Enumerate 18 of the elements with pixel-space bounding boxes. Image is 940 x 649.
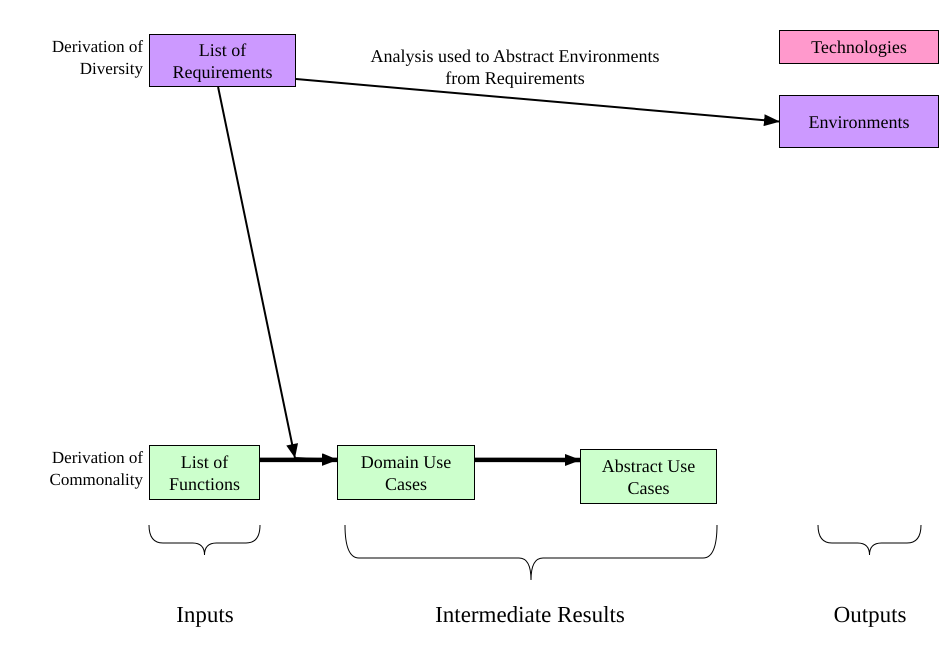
box-text: Technologies	[811, 36, 907, 58]
column-label: Inputs	[175, 601, 235, 629]
box-text: List of Requirements	[172, 38, 274, 82]
row-label: Derivation of Commonality	[48, 447, 143, 491]
box-text: Abstract Use Cases	[600, 454, 696, 498]
process-box	[337, 445, 475, 500]
column-label: Outputs	[832, 601, 908, 629]
process-box	[149, 34, 296, 87]
box-text: Environments	[808, 110, 910, 132]
process-box	[580, 449, 717, 504]
process-box	[779, 30, 939, 64]
row-label: Derivation of Diversity	[50, 36, 143, 80]
box-text: Domain Use Cases	[360, 450, 452, 494]
column-label: Intermediate Results	[434, 601, 626, 629]
box-text: List of Functions	[168, 450, 241, 494]
edge-label: Analysis used to Abstract Environments from Requirements	[370, 45, 660, 89]
process-box	[149, 445, 260, 500]
process-box	[779, 95, 939, 148]
